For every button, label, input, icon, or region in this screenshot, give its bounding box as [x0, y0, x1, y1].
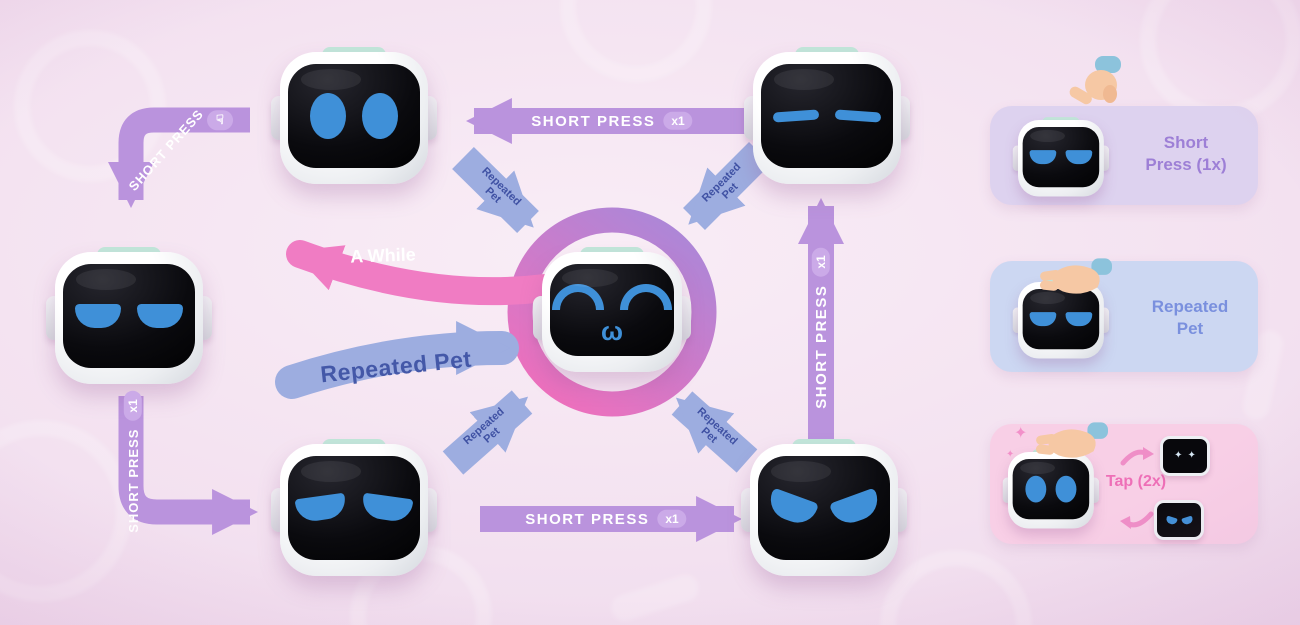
arrow-repeated-pet-top-right — [683, 142, 771, 230]
legend-title-line: Tap (2x) — [1105, 473, 1167, 490]
label-press-badge: ☟ — [207, 110, 233, 130]
arrow-short-press-top-left — [108, 107, 250, 209]
count-badge: x1 — [811, 247, 831, 277]
robot-face-screen — [1012, 458, 1090, 520]
robot-eye — [834, 109, 882, 123]
robot-eye — [360, 492, 414, 524]
legend-title-line: Short — [1163, 133, 1209, 152]
robot-head: ω — [542, 252, 682, 372]
legend-robot-short-press — [1012, 117, 1110, 197]
sparkle-icon: ✦ — [1006, 449, 1015, 460]
mini-robot-eye — [1180, 514, 1194, 526]
robot-head — [1018, 282, 1104, 359]
robot-head — [753, 52, 901, 184]
robot-eye — [362, 93, 398, 139]
tap-hand-icon — [1036, 422, 1108, 458]
legend-robot-repeated-pet — [1012, 279, 1110, 359]
robot-eye — [75, 304, 121, 328]
robot-eye — [1025, 475, 1047, 503]
cycle-arrow-icon — [1120, 447, 1154, 466]
legend-title-line: Repeated — [1151, 297, 1229, 316]
short-press-text: SHORT PRESS — [525, 510, 650, 528]
cycle-arrow-icon — [1120, 511, 1154, 529]
label-short-press-bottom: SHORT PRESS x1 — [525, 509, 687, 529]
short-press-text: SHORT PRESS — [125, 428, 141, 533]
robot-ear — [1099, 145, 1110, 172]
robot-ear — [1089, 477, 1100, 504]
label-a-while: A While — [349, 244, 416, 267]
short-press-text: SHORT PRESS — [531, 112, 656, 130]
label-short-press-top: SHORT PRESS x1 — [531, 111, 693, 131]
robot-head — [280, 444, 428, 576]
center-state-ring — [507, 207, 717, 417]
legend-title-tap: Tap (2x) — [1094, 472, 1178, 493]
legend-title-line: Pet — [1176, 319, 1204, 339]
robot-eye — [294, 492, 348, 524]
robot-eye — [765, 487, 819, 529]
legend-title-line: Press (1x) — [1145, 155, 1227, 175]
robot-eye — [772, 109, 820, 123]
robot-face-screen: ω — [550, 264, 674, 356]
sparkle-icon: ✦ — [1014, 425, 1028, 442]
robot-state-tired — [271, 439, 437, 576]
arrow-repeated-pet-top-left — [452, 146, 539, 234]
robot-face-screen — [63, 264, 195, 368]
robot-face-screen — [1022, 126, 1100, 188]
arrow-a-while — [286, 240, 559, 306]
robot-ear — [1099, 307, 1110, 334]
robot-eye — [310, 93, 346, 139]
robot-mouth: ω — [601, 316, 623, 346]
press-hand-icon: ☟ — [207, 110, 233, 130]
robot-eye — [1029, 312, 1057, 327]
pet-hand-icon — [1040, 258, 1112, 294]
robot-state-angry — [741, 439, 907, 576]
robot-face-screen — [288, 64, 420, 168]
robot-ear — [1002, 477, 1013, 504]
robot-head — [55, 252, 203, 384]
mini-robot-eye: ✦ — [1187, 450, 1196, 461]
count-badge: x1 — [123, 391, 143, 421]
robot-ear — [1012, 307, 1023, 334]
robot-face-screen — [758, 456, 890, 560]
label-short-press-right: SHORT PRESS x1 — [811, 247, 831, 409]
robot-eye — [1065, 312, 1093, 327]
legend-title-short-press: Short Press (1x) — [1126, 132, 1246, 176]
robot-eye — [1029, 150, 1057, 165]
robot-head — [1008, 452, 1094, 529]
robot-eye — [620, 284, 672, 310]
robot-state-content: ω — [533, 247, 691, 372]
robot-ear — [1012, 145, 1023, 172]
count-badge: x1 — [657, 509, 687, 529]
mini-robot-excited: ✦ ✦ — [1160, 436, 1210, 476]
arrow-repeated-pet-main — [275, 321, 519, 399]
legend-robot-tap — [1002, 449, 1100, 529]
robot-eye — [829, 487, 883, 529]
label-short-press-left: SHORT PRESS x1 — [123, 391, 143, 533]
short-press-text: SHORT PRESS — [812, 284, 830, 409]
count-badge: x1 — [663, 111, 693, 131]
robot-head — [750, 444, 898, 576]
robot-state-sleeping — [744, 47, 910, 184]
arrow-repeated-pet-bottom-right — [671, 391, 758, 473]
legend-title-repeated-pet: Repeated Pet — [1130, 296, 1250, 340]
robot-face-screen — [288, 456, 420, 560]
mini-robot-eye: ✦ — [1174, 450, 1183, 461]
robot-eye — [1055, 475, 1077, 503]
arrow-short-press-left — [118, 396, 259, 535]
robot-state-drowsy — [46, 247, 212, 384]
mini-robot-eye — [1164, 514, 1178, 526]
robot-state-awake — [271, 47, 437, 184]
robot-face-screen — [1022, 288, 1100, 350]
mini-robot-angry — [1154, 500, 1204, 540]
press-hand-icon — [1069, 56, 1121, 105]
robot-head — [280, 52, 428, 184]
robot-head — [1018, 120, 1104, 197]
robot-face-screen — [761, 64, 893, 168]
arrow-repeated-pet-bottom-left — [442, 390, 533, 475]
robot-eye — [137, 304, 183, 328]
robot-eye — [552, 284, 604, 310]
robot-eye — [1065, 150, 1093, 165]
